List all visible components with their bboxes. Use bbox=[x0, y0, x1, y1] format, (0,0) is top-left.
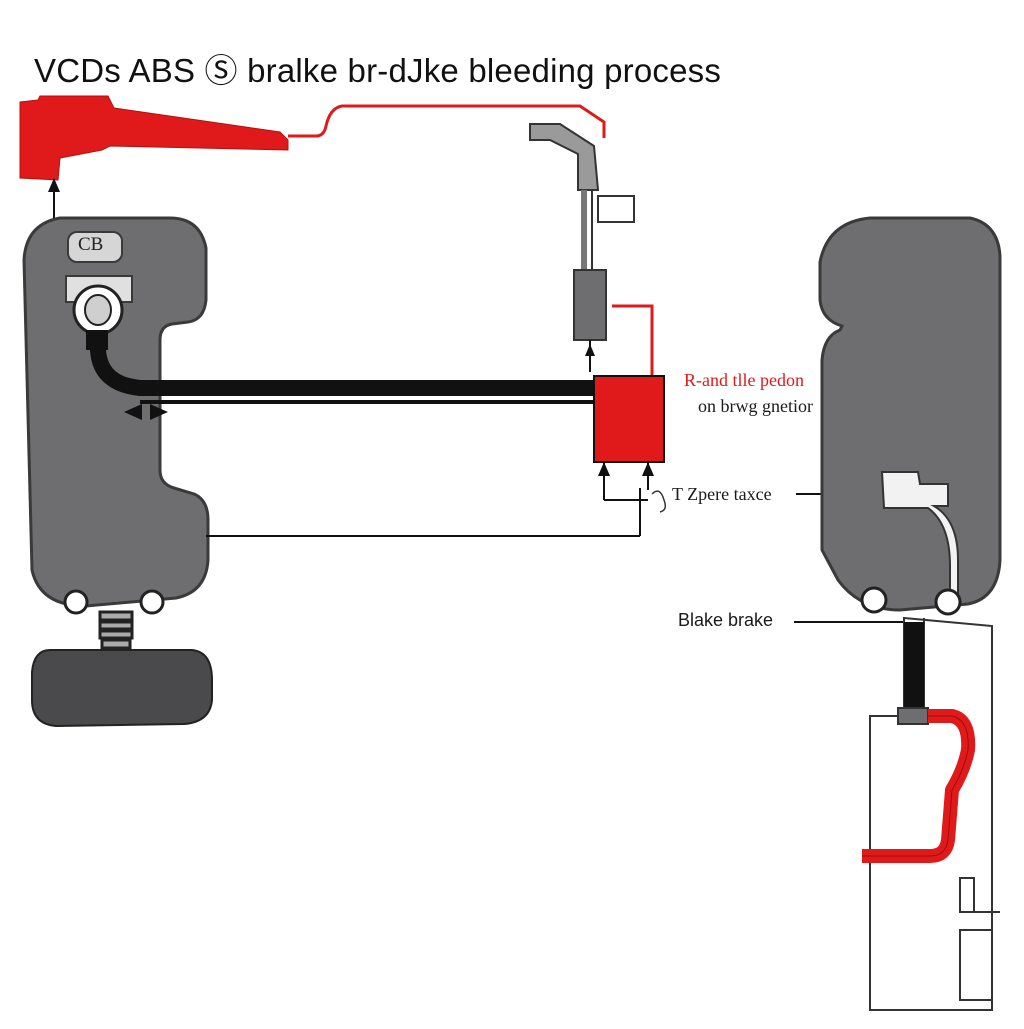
brake-pedal-pad bbox=[31, 649, 213, 728]
cb-badge-text: CB bbox=[78, 234, 104, 255]
badge-frame bbox=[67, 231, 123, 263]
right-foot-1 bbox=[860, 586, 888, 614]
brake-label: Blake brake bbox=[678, 610, 774, 630]
red-box-arrow-1 bbox=[598, 462, 610, 476]
left-foot-1 bbox=[63, 589, 89, 615]
double-arrow-right bbox=[150, 404, 168, 420]
pipe-cylinder bbox=[573, 269, 607, 341]
sub-label: on brwg gnetior bbox=[698, 396, 813, 416]
pipe-arrow bbox=[585, 344, 595, 356]
pipe-side-box bbox=[597, 195, 635, 223]
red-side-line bbox=[612, 304, 654, 378]
right-black-rod bbox=[904, 622, 924, 708]
mid-label: T Zpere taxce bbox=[672, 484, 772, 504]
diagram-title: VCDs ABS Ⓢ bralke br‐dJke bleeding proce… bbox=[34, 52, 722, 89]
left-spring bbox=[98, 610, 134, 650]
black-cable bbox=[90, 342, 604, 396]
double-arrow-left bbox=[124, 404, 142, 420]
mid-label-hook bbox=[651, 490, 667, 513]
red-top-line bbox=[288, 104, 606, 138]
frame-detail-2 bbox=[959, 929, 993, 1001]
left-module-body bbox=[22, 216, 210, 608]
arrow-up-head bbox=[48, 178, 60, 192]
right-module-body bbox=[818, 216, 1002, 612]
left-foot-2 bbox=[139, 589, 165, 615]
right-module-bracket bbox=[880, 471, 959, 599]
red-top-bracket bbox=[19, 95, 289, 181]
right-foot-2 bbox=[934, 588, 962, 616]
red-label: R‐and tlle pedon bbox=[684, 370, 804, 390]
frame-detail-1 bbox=[959, 877, 975, 913]
red-box-arrow-2 bbox=[642, 462, 654, 476]
top-pipe bbox=[529, 123, 600, 191]
connector-knob-inner bbox=[84, 294, 112, 326]
red-hose-edge bbox=[862, 715, 969, 857]
red-control-box bbox=[593, 375, 665, 463]
rod-cap bbox=[897, 707, 929, 725]
